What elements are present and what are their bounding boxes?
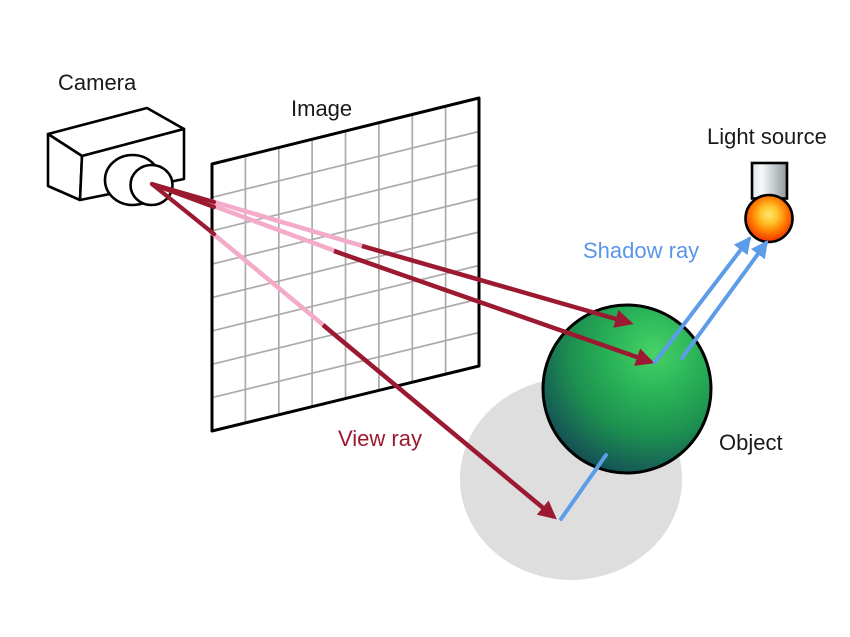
light-source-label: Light source (707, 124, 827, 149)
camera-label: Camera (58, 70, 137, 95)
view-ray-2-arrow (333, 248, 655, 366)
view-ray-3-arrow (321, 323, 557, 520)
view-rays-through-plane (208, 198, 369, 331)
image-plane-grid (210, 96, 481, 433)
view-ray-2-plane-segment (208, 202, 341, 255)
image-label: Image (291, 96, 353, 121)
view-ray-label: View ray (338, 426, 422, 451)
view-ray-2-camera-segment (149, 181, 217, 210)
view-ray-1-plane-segment (208, 198, 369, 250)
view-rays-from-camera (149, 181, 217, 237)
object-sphere (541, 303, 713, 475)
shadow-ray-label: Shadow ray (583, 238, 700, 263)
bulb-globe (744, 193, 794, 244)
shadow-ray-1-arrow (653, 236, 752, 364)
light-bulb-icon (744, 161, 794, 244)
shadow-rays (559, 236, 769, 521)
view-ray-3-camera-segment (149, 181, 217, 237)
object-label: Object (719, 430, 783, 455)
view-ray-1-arrow (361, 243, 634, 328)
shadow-ray-2-arrow (680, 240, 769, 360)
bulb-socket (750, 161, 789, 200)
view-ray-3-plane-segment (208, 229, 330, 331)
image-plane-border (210, 96, 481, 433)
view-rays-to-targets (321, 243, 655, 520)
camera-icon (46, 106, 186, 207)
shadow-ray-blocked (559, 453, 608, 521)
